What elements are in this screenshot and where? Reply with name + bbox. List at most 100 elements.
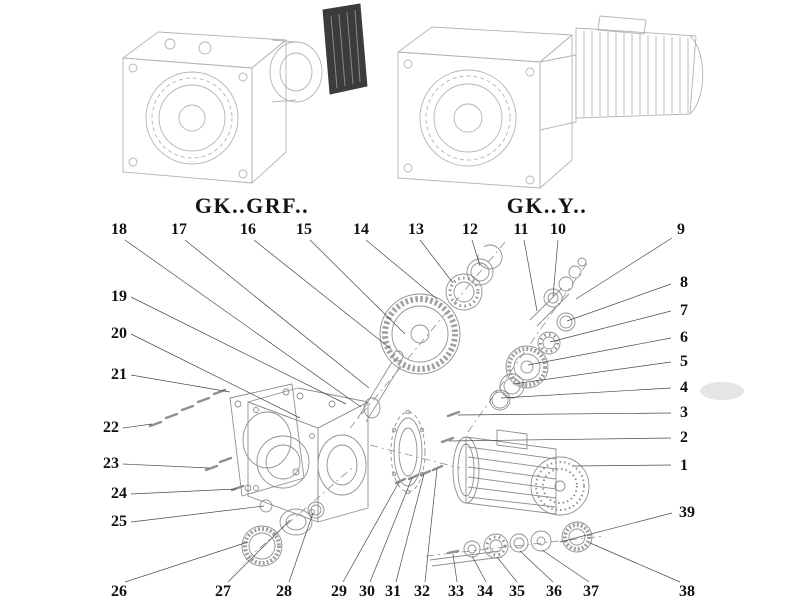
callout-29: 29 <box>331 583 347 600</box>
callout-27: 27 <box>215 583 231 600</box>
callout-2: 2 <box>680 429 688 446</box>
flange-plate <box>229 383 305 497</box>
gearbox-grf-drawing <box>122 3 368 184</box>
leader-line-8 <box>566 283 672 322</box>
callout-15: 15 <box>296 221 312 238</box>
callout-5: 5 <box>680 353 688 370</box>
callout-6: 6 <box>680 329 688 346</box>
leader-line-35 <box>496 556 518 583</box>
callout-34: 34 <box>477 583 493 600</box>
input-pinion-stack <box>440 257 589 444</box>
callout-16: 16 <box>240 221 256 238</box>
leader-line-5 <box>512 361 672 385</box>
leader-line-24 <box>130 488 237 495</box>
callout-13: 13 <box>408 221 424 238</box>
variant-label-y: GK..Y.. <box>507 193 588 218</box>
exploded-assembly-drawing <box>148 241 605 567</box>
leader-line-39 <box>559 512 673 543</box>
leader-line-9 <box>575 237 673 300</box>
leader-line-6 <box>527 337 672 366</box>
callout-8: 8 <box>680 274 688 291</box>
leader-line-32 <box>424 468 438 583</box>
leader-line-7 <box>549 310 672 343</box>
leader-line-25 <box>130 505 265 523</box>
motor-flange-ring <box>390 409 426 495</box>
callout-31: 31 <box>385 583 401 600</box>
callout-28: 28 <box>276 583 292 600</box>
leader-line-23 <box>122 463 210 469</box>
callout-38: 38 <box>679 583 695 600</box>
leader-line-13 <box>419 239 454 284</box>
callout-numbers: 1234567891011121314151617181920212223242… <box>103 221 695 600</box>
motor-terminal-box <box>496 429 528 450</box>
smudge-mark <box>700 382 744 400</box>
bevel-gear-shaft <box>349 241 506 429</box>
terminal-box <box>597 15 647 35</box>
callout-37: 37 <box>583 583 599 600</box>
callout-33: 33 <box>448 583 464 600</box>
leader-line-21 <box>130 374 231 393</box>
callout-30: 30 <box>359 583 375 600</box>
variant-label-grf: GK..GRF.. <box>195 193 309 218</box>
callout-25: 25 <box>111 513 127 530</box>
callout-11: 11 <box>513 221 528 238</box>
leader-line-15 <box>309 239 406 335</box>
leader-line-30 <box>369 477 413 583</box>
callout-10: 10 <box>550 221 566 238</box>
leader-line-16 <box>253 239 392 350</box>
callout-23: 23 <box>103 455 119 472</box>
leader-line-29 <box>342 481 400 583</box>
callout-4: 4 <box>680 379 688 396</box>
callout-7: 7 <box>680 302 688 319</box>
leader-line-4 <box>500 387 672 399</box>
leader-line-11 <box>523 239 538 312</box>
callout-22: 22 <box>103 419 119 436</box>
callout-21: 21 <box>111 366 127 383</box>
leader-line-38 <box>589 542 681 583</box>
callout-19: 19 <box>111 288 127 305</box>
callout-24: 24 <box>111 485 127 502</box>
leader-line-14 <box>365 239 438 300</box>
callout-18: 18 <box>111 221 127 238</box>
motor-body <box>575 27 697 119</box>
callout-20: 20 <box>111 325 127 342</box>
leader-line-2 <box>448 437 672 442</box>
leader-lines <box>122 237 681 583</box>
callout-14: 14 <box>353 221 369 238</box>
leader-line-12 <box>471 239 481 267</box>
leader-line-18 <box>124 239 362 408</box>
leader-line-27 <box>227 519 291 583</box>
leader-line-36 <box>519 550 554 583</box>
leader-line-3 <box>457 412 672 416</box>
callout-17: 17 <box>171 221 187 238</box>
motor-shaft-parts <box>425 521 605 567</box>
leader-line-26 <box>124 541 249 583</box>
leader-line-10 <box>552 239 559 297</box>
gearbox-y-drawing <box>397 15 704 189</box>
mounting-screws <box>148 388 245 492</box>
motor <box>369 429 590 516</box>
callout-39: 39 <box>679 504 695 521</box>
leader-line-31 <box>395 473 425 583</box>
leader-line-33 <box>452 553 458 583</box>
callout-9: 9 <box>677 221 685 238</box>
housing <box>247 387 369 523</box>
callout-36: 36 <box>546 583 562 600</box>
leader-line-22 <box>122 423 153 429</box>
leader-line-1 <box>573 464 672 467</box>
leader-line-34 <box>471 555 487 583</box>
callout-26: 26 <box>111 583 127 600</box>
fan-cover <box>689 35 704 115</box>
callout-3: 3 <box>680 404 688 421</box>
callout-1: 1 <box>680 457 688 474</box>
leader-line-20 <box>130 333 301 419</box>
leader-line-37 <box>541 549 590 583</box>
callout-35: 35 <box>509 583 525 600</box>
output-seal-stack <box>241 467 353 567</box>
leader-line-28 <box>288 512 314 583</box>
callout-12: 12 <box>462 221 478 238</box>
callout-32: 32 <box>414 583 430 600</box>
leader-line-17 <box>184 239 370 389</box>
